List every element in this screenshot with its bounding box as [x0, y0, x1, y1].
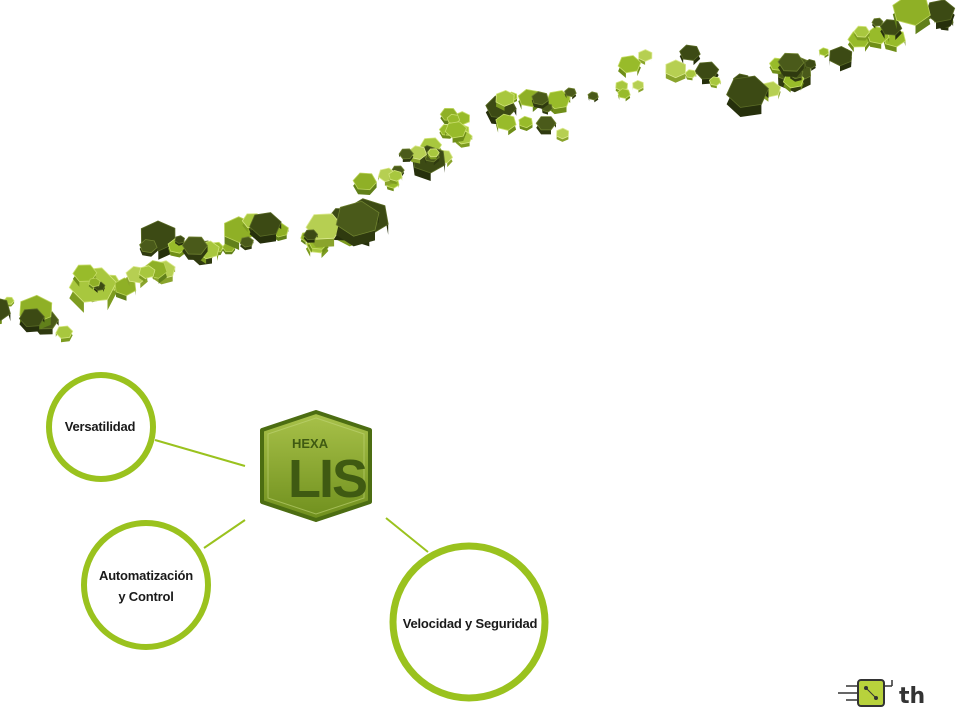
ribbon-hexagon — [892, 0, 931, 26]
ribbon-hexagon — [694, 61, 720, 80]
ribbon-hexagon — [114, 277, 137, 297]
ribbon-hexagon — [638, 49, 653, 62]
ribbon-hexagon — [181, 236, 209, 255]
ribbon-hexagon — [55, 325, 74, 339]
ribbon-hexagon — [531, 91, 550, 106]
ribbon-hexagon — [617, 55, 642, 74]
ribbon-hexagon — [545, 90, 571, 110]
circuit-chip-icon — [838, 679, 893, 707]
brand-logo: th — [838, 679, 925, 709]
hexagon-title-small: HEXA — [292, 436, 329, 451]
ribbon-hexagon — [925, 0, 956, 23]
node-speed: Velocidad y Seguridad — [389, 542, 549, 702]
connector-automation — [203, 519, 246, 549]
ribbon-hexagon — [427, 148, 440, 158]
ribbon-hexagon — [818, 47, 830, 57]
connector-speed — [385, 517, 429, 553]
ribbon-hexagon — [556, 127, 570, 140]
ribbon-hexagon — [388, 169, 403, 182]
ribbon-hexagon — [335, 200, 380, 237]
ribbon-hexagon — [18, 308, 45, 328]
ribbon-hexagon — [665, 59, 687, 79]
node-speed-circle — [389, 542, 549, 702]
ribbon-hexagon — [239, 236, 254, 248]
ribbon-hexagon — [615, 80, 629, 92]
connectors — [154, 439, 429, 553]
ribbon-hexagon — [829, 45, 853, 67]
ribbon-hexagon — [303, 229, 319, 241]
node-automation-circle — [81, 520, 211, 650]
ribbon-hexagon — [679, 44, 701, 61]
brand-logo-text: th — [899, 684, 925, 709]
ribbon-hexagon — [777, 52, 805, 72]
ribbon-hexagon — [444, 121, 467, 139]
node-versatility: Versatilidad — [46, 372, 156, 482]
ribbon-hexagon — [726, 75, 769, 108]
node-automation-label-line1: Automatización — [99, 568, 193, 583]
ribbon-hexagon — [632, 79, 644, 91]
ribbon-hexagon — [804, 58, 817, 69]
ribbon-hexagon — [88, 277, 101, 288]
ribbon-hexagon-side — [892, 0, 931, 35]
ribbon-hexagon — [853, 25, 870, 38]
hexagon-inner-highlight — [267, 417, 365, 515]
ribbon-hexagon — [138, 265, 156, 279]
center-hexagon: HEXA LIS — [260, 410, 372, 522]
ribbon-hexagon — [249, 212, 282, 237]
node-speed-label: Velocidad y Seguridad — [403, 616, 538, 631]
ribbon-hexagon — [398, 148, 414, 160]
ribbon-hexagon — [587, 91, 599, 101]
ribbon-hexagon — [139, 239, 158, 254]
ribbon-hexagon — [174, 235, 185, 244]
hexagon-title-big: LIS — [288, 449, 366, 509]
ribbon-hexagon — [518, 115, 533, 129]
node-automation: Automatización y Control — [81, 520, 211, 650]
ribbon-hexagon — [0, 298, 11, 322]
node-versatility-label: Versatilidad — [65, 419, 136, 434]
ribbon-hexagon — [535, 116, 557, 131]
ribbon-hexagon — [495, 113, 517, 131]
ribbon-hexagon — [617, 88, 631, 99]
node-automation-label-line2: y Control — [118, 589, 173, 604]
ribbon-hexagon — [684, 69, 697, 79]
hexagon-ribbon-decoration — [0, 0, 956, 343]
connector-versatility — [154, 439, 246, 467]
ribbon-hexagon — [708, 76, 722, 86]
ribbon-hexagon — [564, 87, 577, 98]
hexagon-icon — [260, 410, 372, 522]
ribbon-hexagon — [495, 89, 515, 107]
node-versatility-circle — [46, 372, 156, 482]
ribbon-hexagon — [352, 172, 378, 191]
